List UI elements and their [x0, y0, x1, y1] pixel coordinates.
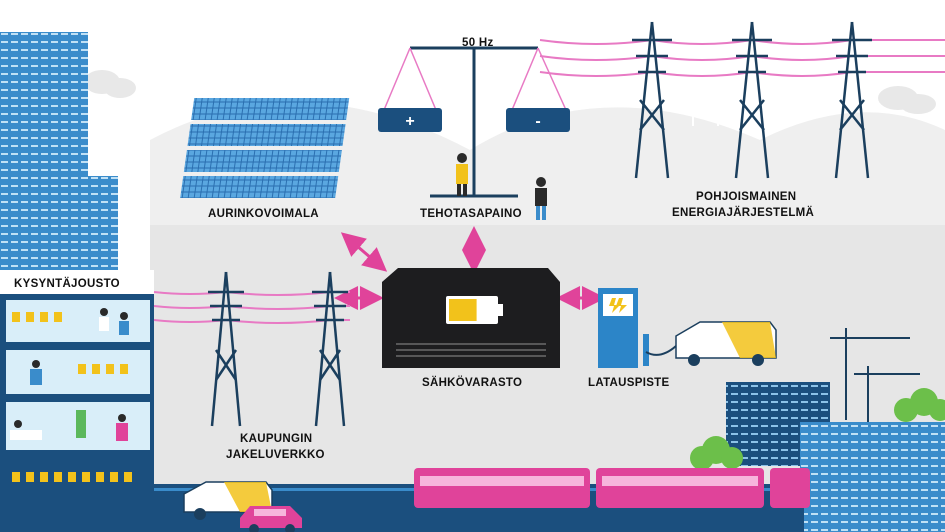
wind-turbine-icon — [683, 86, 703, 126]
solar-panel-row — [187, 124, 346, 146]
battery-icon — [446, 296, 503, 324]
pylon-icon — [208, 271, 244, 427]
solar-plant-label: AURINKOVOIMALA — [208, 208, 319, 220]
worker-icon — [456, 153, 468, 196]
solar-panel-array — [180, 98, 350, 198]
scale-strings — [383, 47, 567, 111]
tree-icon — [690, 436, 743, 470]
lightning-icon — [609, 298, 620, 313]
office-building-large — [800, 422, 945, 532]
building-left-small — [66, 176, 118, 272]
person-icon — [99, 308, 109, 331]
demand-response-label: KYSYNTÄJOUSTO — [14, 277, 120, 290]
car-icon — [240, 506, 302, 532]
crane-icon — [830, 328, 910, 420]
solar-panel-row — [191, 98, 350, 120]
plant-icon — [76, 410, 86, 438]
person-icon — [10, 420, 42, 440]
minus-sign: - — [535, 113, 540, 130]
power-balance-label: TEHOTASAPAINO — [420, 208, 522, 220]
solar-panel-row — [183, 150, 342, 172]
pylon-icon — [312, 271, 348, 427]
tree-icon — [894, 388, 945, 422]
solar-panel-row — [180, 176, 339, 198]
cloud-icon — [84, 70, 136, 98]
city-grid-label-line1: KAUPUNGIN — [240, 433, 312, 445]
pylon-group-city — [208, 271, 348, 427]
charging-station — [598, 288, 677, 368]
lightning-icon — [616, 298, 627, 313]
charging-cable — [645, 345, 677, 356]
scale-pan-minus — [506, 108, 570, 132]
plus-sign: + — [405, 113, 414, 130]
pylon-group-national — [632, 21, 872, 179]
electric-van-icon — [675, 321, 777, 366]
tram-icon — [414, 468, 810, 508]
cloud-icon — [878, 86, 936, 114]
delivery-van-icon — [183, 481, 273, 520]
pylon-icon — [632, 21, 672, 179]
scale-pan-plus — [378, 108, 442, 132]
battery-fill — [449, 299, 477, 321]
double-arrow-icon — [340, 232, 388, 272]
charging-point-label: LATAUSPISTE — [588, 377, 669, 389]
person-icon — [30, 360, 42, 385]
city-grid-label-line2: JAKELUVERKKO — [226, 449, 325, 461]
crane-icon — [854, 366, 920, 424]
worker-icon — [535, 177, 547, 220]
energy-storage-label: SÄHKÖVARASTO — [422, 376, 522, 389]
upper-hill — [150, 102, 945, 260]
person-icon — [116, 414, 128, 441]
wind-turbine-icon — [708, 90, 728, 126]
transmission-lines-national — [539, 38, 945, 77]
person-icon — [119, 312, 129, 335]
pylon-icon — [732, 21, 772, 179]
demand-response-header — [0, 270, 154, 294]
pylon-icon — [832, 21, 872, 179]
window-row — [12, 312, 132, 482]
nordic-system-label-line1: POHJOISMAINEN — [696, 191, 796, 203]
nordic-system-label-line2: ENERGIAJÄRJESTELMÄ — [672, 206, 814, 219]
balance-scale-icon — [410, 46, 538, 198]
frequency-label: 50 Hz — [462, 37, 494, 49]
